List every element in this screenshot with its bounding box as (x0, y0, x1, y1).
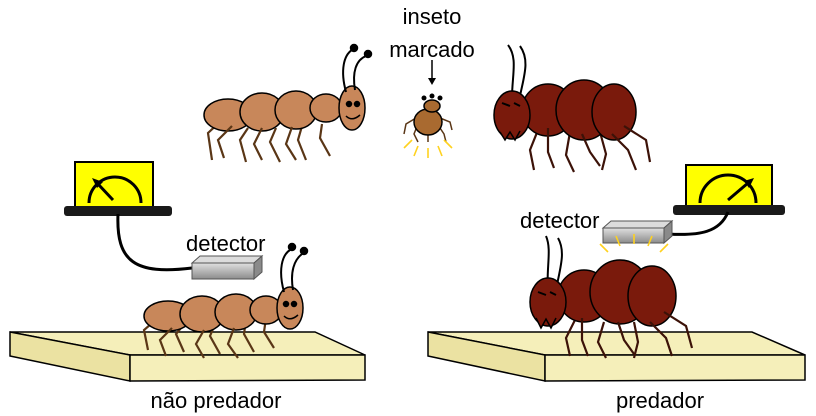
non-predator-insect-top (204, 45, 372, 163)
non-predator-label: não predador (151, 388, 282, 413)
detector-label-right: detector (520, 208, 600, 233)
tagged-insect (404, 60, 452, 158)
cable-left (118, 214, 192, 270)
detector-box-right (603, 221, 672, 243)
detector-label-left: detector (186, 231, 266, 256)
predator-label: predador (616, 388, 704, 413)
meter-low-icon (64, 162, 172, 216)
predator-insect-top (494, 45, 650, 172)
cable-right (668, 212, 728, 234)
meter-high-icon (673, 165, 785, 215)
tagged-insect-label-line1: inseto (403, 4, 462, 29)
platform-left (10, 332, 365, 381)
detector-box-left (192, 256, 262, 279)
platform-right (428, 332, 805, 381)
tagged-insect-label-line2: marcado (389, 37, 475, 62)
